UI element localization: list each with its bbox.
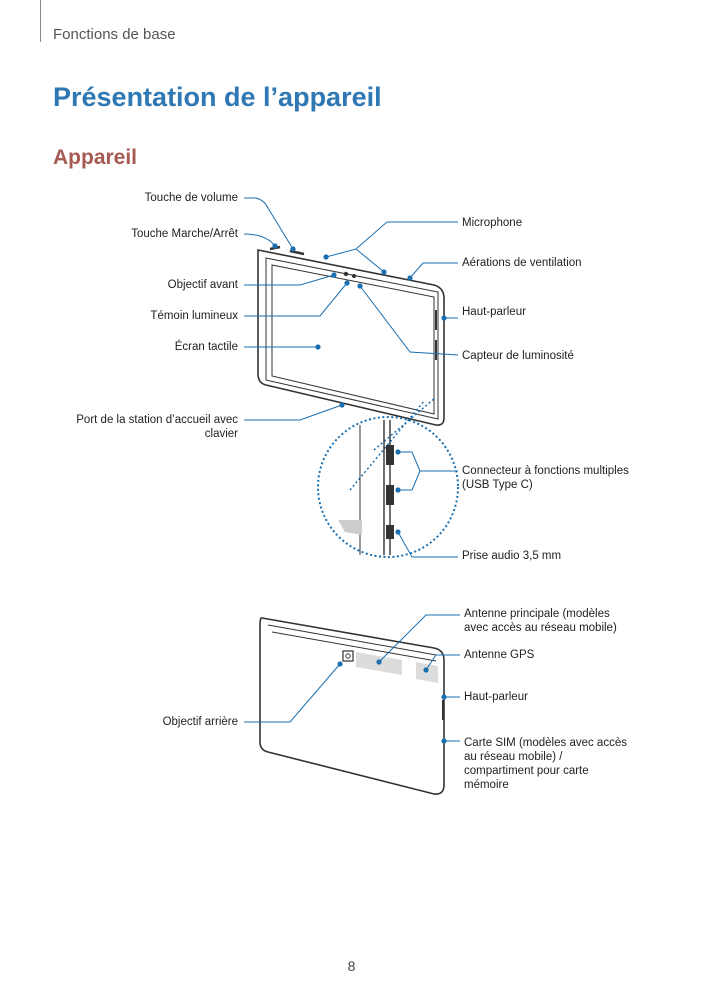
label-usb-line2: (USB Type C) bbox=[462, 479, 533, 491]
back-tablet bbox=[259, 617, 445, 795]
label-back-speaker: Haut-parleur bbox=[464, 691, 528, 703]
label-main-antenna-line1: Antenne principale (modèles bbox=[464, 608, 610, 620]
section-subtitle: Appareil bbox=[53, 146, 138, 169]
label-indicator-light: Témoin lumineux bbox=[150, 310, 238, 322]
header-rule bbox=[40, 0, 41, 42]
label-touchscreen: Écran tactile bbox=[174, 341, 238, 353]
label-usb-connector: Connecteur à fonctions multiples (USB Ty… bbox=[462, 464, 629, 492]
label-sim-line4: mémoire bbox=[464, 779, 509, 791]
section-header: Fonctions de base bbox=[53, 26, 176, 43]
label-microphone: Microphone bbox=[462, 217, 523, 229]
front-leader-dots bbox=[272, 243, 447, 535]
back-leader-dots bbox=[337, 659, 447, 744]
label-dock-port-line1: Port de la station d’accueil avec bbox=[76, 414, 238, 426]
label-main-antenna-line2: avec accès au réseau mobile) bbox=[464, 622, 617, 634]
page-title: Présentation de l’appareil bbox=[53, 82, 382, 112]
label-main-antenna: Antenne principale (modèles avec accès a… bbox=[464, 607, 617, 635]
label-sim-tray: Carte SIM (modèles avec accès au réseau … bbox=[464, 736, 627, 792]
label-rear-camera: Objectif arrière bbox=[162, 716, 238, 728]
label-light-sensor: Capteur de luminosité bbox=[462, 350, 574, 362]
label-usb-line1: Connecteur à fonctions multiples bbox=[462, 465, 629, 477]
front-tablet bbox=[257, 245, 445, 426]
label-sim-line2: au réseau mobile) / bbox=[464, 751, 563, 763]
back-leaders bbox=[244, 614, 460, 742]
label-volume-key: Touche de volume bbox=[144, 192, 238, 204]
front-leaders bbox=[243, 197, 459, 558]
label-audio-jack: Prise audio 3,5 mm bbox=[462, 550, 562, 562]
label-gps-antenna: Antenne GPS bbox=[464, 649, 535, 661]
label-front-speaker: Haut-parleur bbox=[462, 306, 526, 318]
label-sim-line3: compartiment pour carte bbox=[464, 765, 589, 777]
zoom-detail bbox=[317, 397, 459, 558]
page-number: 8 bbox=[347, 958, 356, 974]
label-dock-port: Port de la station d’accueil avec clavie… bbox=[76, 413, 238, 441]
label-front-camera: Objectif avant bbox=[167, 279, 238, 291]
label-sim-line1: Carte SIM (modèles avec accès bbox=[464, 737, 627, 749]
label-vents: Aérations de ventilation bbox=[462, 257, 582, 269]
label-power-key: Touche Marche/Arrêt bbox=[131, 228, 238, 240]
label-dock-port-line2: clavier bbox=[204, 428, 238, 440]
